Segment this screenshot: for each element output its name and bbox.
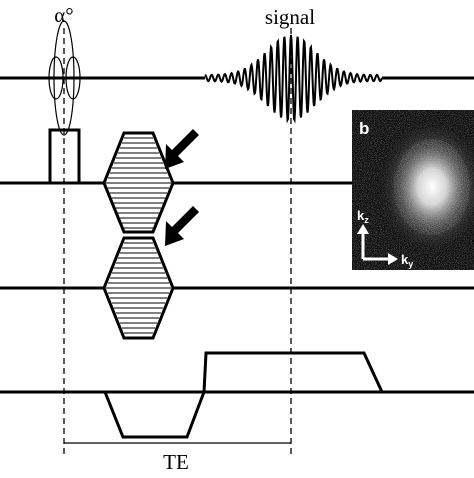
arrow-icon bbox=[165, 206, 199, 246]
echo-time-label: TE bbox=[163, 450, 189, 474]
signal-echo bbox=[204, 34, 383, 124]
slab-select-gradient bbox=[48, 128, 81, 183]
rf-pulse bbox=[48, 20, 81, 136]
panel-label: b bbox=[359, 119, 369, 138]
ky-axis-label: ky bbox=[401, 252, 413, 269]
signal-label: signal bbox=[265, 5, 315, 29]
readout-gradient bbox=[103, 351, 384, 439]
phase-encode-gradient-kz bbox=[102, 131, 175, 234]
kz-axis-label: kz bbox=[357, 208, 369, 225]
kspace-axes bbox=[357, 224, 398, 265]
flip-angle-label: α° bbox=[54, 3, 73, 27]
kspace-image-panel: b kz ky bbox=[352, 110, 474, 270]
arrow-icon bbox=[165, 129, 199, 169]
phase-encode-gradient-ky bbox=[102, 236, 175, 340]
